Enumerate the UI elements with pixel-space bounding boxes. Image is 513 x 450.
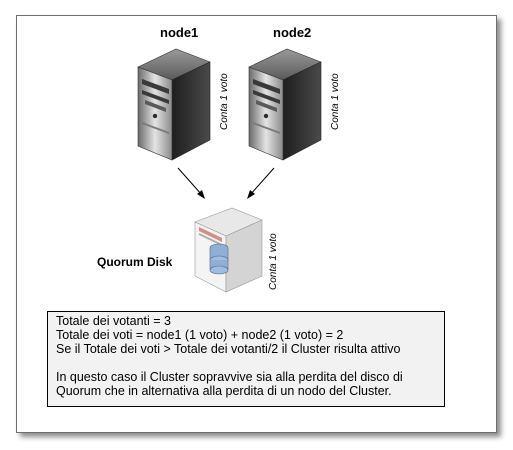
quorum-disk-label: Quorum Disk xyxy=(97,255,173,269)
arrow-node1-to-quorum xyxy=(177,167,205,199)
node2-vote-label: Conta 1 voto xyxy=(330,73,341,130)
quorum-vote-label: Conta 1 voto xyxy=(268,233,279,290)
arrow-node2-to-quorum xyxy=(247,167,275,199)
info-spacer xyxy=(56,356,436,370)
info-box: Totale dei votanti = 3 Totale dei voti =… xyxy=(47,311,445,407)
info-line-total-voters: Totale dei votanti = 3 xyxy=(56,314,172,328)
info-line-explanation-2: Quorum che in alternativa alla perdita d… xyxy=(56,384,392,398)
info-line-total-votes: Totale dei voti = node1 (1 voto) + node2… xyxy=(56,328,344,342)
info-line-condition: Se il Totale dei voti > Totale dei votan… xyxy=(56,342,401,356)
info-line-explanation-1: In questo caso il Cluster sopravvive sia… xyxy=(56,370,403,384)
node2-server-icon xyxy=(248,48,322,161)
node1-server-icon xyxy=(137,48,211,161)
node1-label: node1 xyxy=(160,25,199,40)
node2-label: node2 xyxy=(273,25,312,40)
quorum-disk-icon xyxy=(194,207,263,293)
node1-vote-label: Conta 1 voto xyxy=(219,73,230,130)
